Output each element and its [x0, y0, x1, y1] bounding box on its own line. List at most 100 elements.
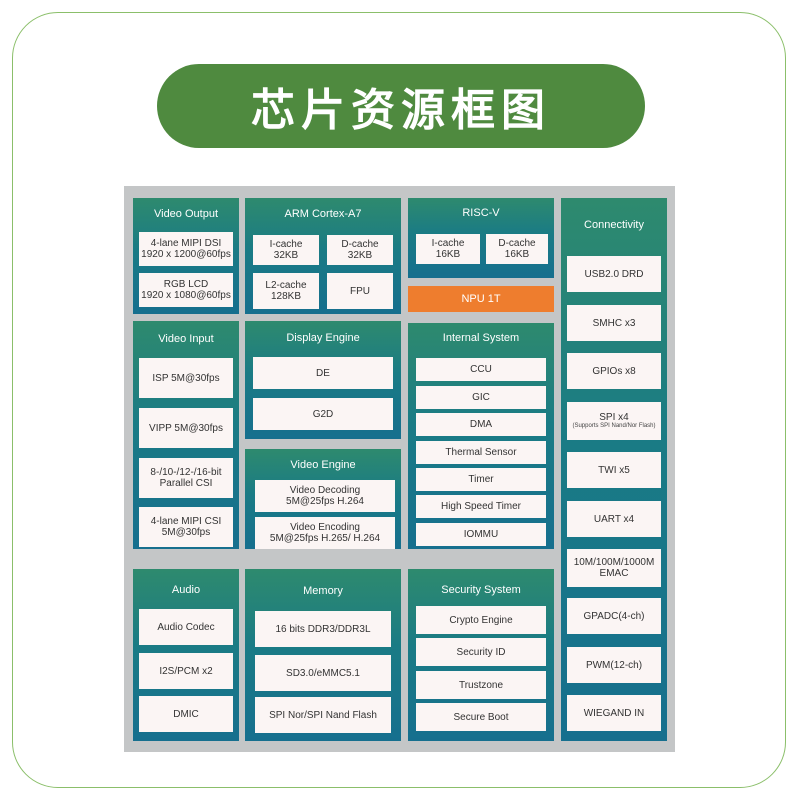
chip-line: Timer — [468, 474, 494, 485]
chip-line: Video Decoding — [289, 485, 361, 496]
usb-chip: USB2.0 DRD — [567, 256, 661, 292]
secure-boot-chip: Secure Boot — [416, 703, 546, 731]
chip-line: I2S/PCM x2 — [159, 665, 213, 677]
page-title: 芯片资源框图 — [157, 64, 645, 148]
video-output-title: Video Output — [153, 208, 218, 220]
audio-title: Audio — [171, 584, 201, 596]
gpios-chip: GPIOs x8 — [567, 353, 661, 389]
connectivity-title: Connectivity — [584, 219, 644, 231]
emac-chip: 10M/100M/1000M EMAC — [567, 549, 661, 587]
high-speed-timer-chip: High Speed Timer — [416, 495, 546, 518]
parallel-csi-chip: 8-/10-/12-/16-bit Parallel CSI — [139, 458, 233, 498]
video-decoding-chip: Video Decoding 5M@25fps H.264 — [255, 480, 395, 512]
rgb-lcd-chip: RGB LCD 1920 x 1080@60fps — [139, 273, 233, 307]
video-input-title: Video Input — [158, 333, 214, 345]
chip-line: Video Encoding — [290, 522, 360, 533]
security-system-title: Security System — [441, 584, 521, 596]
vipp-chip: VIPP 5M@30fps — [139, 408, 233, 448]
chip-line: 128KB — [270, 291, 302, 302]
riscv-dcache-chip: D-cache 16KB — [486, 234, 548, 264]
internal-system-block: Internal System CCU GIC DMA Thermal Sens… — [408, 323, 554, 549]
connectivity-block: Connectivity USB2.0 DRD SMHC x3 GPIOs x8… — [561, 198, 667, 741]
internal-system-title: Internal System — [442, 332, 520, 344]
chip-line: TWI x5 — [598, 464, 630, 476]
memory-block: Memory 16 bits DDR3/DDR3L SD3.0/eMMC5.1 … — [245, 569, 401, 741]
chip-line: DMIC — [173, 708, 199, 720]
gic-chip: GIC — [416, 386, 546, 409]
spi-chip: SPI x4 (Supports SPI Nand/Nor Flash) — [567, 402, 661, 440]
chip-line: WIEGAND IN — [583, 707, 645, 719]
thermal-sensor-chip: Thermal Sensor — [416, 441, 546, 464]
chip-line: I-cache — [431, 238, 465, 249]
chip-line: UART x4 — [593, 513, 635, 525]
audio-codec-chip: Audio Codec — [139, 609, 233, 645]
chip-line: Audio Codec — [157, 621, 215, 633]
dmic-chip: DMIC — [139, 696, 233, 732]
outer-frame — [12, 12, 786, 788]
dma-chip: DMA — [416, 413, 546, 436]
de-chip: DE — [253, 357, 393, 389]
chip-line: 32KB — [273, 250, 299, 261]
crypto-engine-chip: Crypto Engine — [416, 606, 546, 634]
twi-chip: TWI x5 — [567, 452, 661, 488]
i2s-pcm-chip: I2S/PCM x2 — [139, 653, 233, 689]
wiegand-chip: WIEGAND IN — [567, 695, 661, 731]
iommu-chip: IOMMU — [416, 523, 546, 546]
chip-line: G2D — [312, 408, 334, 420]
chip-line: 8-/10-/12-/16-bit — [150, 467, 222, 478]
chip-line: ISP 5M@30fps — [152, 372, 220, 384]
video-engine-block: Video Engine Video Decoding 5M@25fps H.2… — [245, 449, 401, 549]
chip-line: VIPP 5M@30fps — [149, 422, 223, 434]
chip-line: D-cache — [498, 238, 536, 249]
arm-dcache-chip: D-cache 32KB — [327, 235, 393, 265]
chip-line: 4-lane MIPI CSI — [150, 516, 222, 527]
chip-line: 5M@30fps — [161, 527, 211, 538]
mipi-dsi-chip: 4-lane MIPI DSI 1920 x 1200@60fps — [139, 232, 233, 266]
chip-line: 1920 x 1080@60fps — [141, 290, 231, 301]
smhc-chip: SMHC x3 — [567, 305, 661, 341]
chip-line: SMHC x3 — [592, 317, 636, 329]
chip-line: RGB LCD — [163, 279, 209, 290]
chip-board: Video Output 4-lane MIPI DSI 1920 x 1200… — [124, 186, 675, 752]
chip-line: I-cache — [269, 239, 303, 250]
timer-chip: Timer — [416, 468, 546, 491]
chip-line: 10M/100M/1000M — [573, 557, 655, 568]
arm-l2cache-chip: L2-cache 128KB — [253, 273, 319, 309]
chip-line: 4-lane MIPI DSI — [150, 238, 222, 249]
chip-line: SPI x4 — [599, 412, 629, 423]
chip-line: Secure Boot — [453, 711, 509, 723]
spi-support-note: (Supports SPI Nand/Nor Flash) — [572, 423, 656, 429]
display-engine-block: Display Engine DE G2D — [245, 321, 401, 439]
chip-line: DMA — [469, 419, 493, 430]
chip-line: DE — [316, 367, 330, 379]
chip-line: GPADC(4-ch) — [583, 610, 645, 622]
ddr-chip: 16 bits DDR3/DDR3L — [255, 611, 391, 647]
arm-fpu-chip: FPU — [327, 273, 393, 309]
isp-chip: ISP 5M@30fps — [139, 358, 233, 398]
security-system-block: Security System Crypto Engine Security I… — [408, 569, 554, 741]
chip-line: GIC — [472, 392, 490, 403]
chip-line: 16KB — [504, 249, 530, 260]
chip-line: PWM(12-ch) — [585, 659, 643, 671]
uart-chip: UART x4 — [567, 501, 661, 537]
riscv-title: RISC-V — [462, 207, 500, 219]
pwm-chip: PWM(12-ch) — [567, 647, 661, 683]
arm-cortex-block: ARM Cortex-A7 I-cache 32KB D-cache 32KB … — [245, 198, 401, 314]
chip-line: SD3.0/eMMC5.1 — [286, 667, 360, 679]
chip-line: GPIOs x8 — [592, 365, 636, 377]
chip-line: 16 bits DDR3/DDR3L — [275, 623, 371, 635]
video-encoding-chip: Video Encoding 5M@25fps H.265/ H.264 — [255, 517, 395, 549]
arm-icache-chip: I-cache 32KB — [253, 235, 319, 265]
display-engine-title: Display Engine — [286, 332, 360, 344]
chip-line: Thermal Sensor — [445, 447, 517, 458]
spi-flash-chip: SPI Nor/SPI Nand Flash — [255, 697, 391, 733]
chip-line: Security ID — [456, 646, 506, 658]
chip-line: L2-cache — [265, 280, 307, 291]
trustzone-chip: Trustzone — [416, 671, 546, 699]
chip-line: Parallel CSI — [159, 478, 213, 489]
mipi-csi-chip: 4-lane MIPI CSI 5M@30fps — [139, 507, 233, 547]
chip-line: High Speed Timer — [440, 501, 522, 512]
security-id-chip: Security ID — [416, 638, 546, 666]
g2d-chip: G2D — [253, 398, 393, 430]
gpadc-chip: GPADC(4-ch) — [567, 598, 661, 634]
